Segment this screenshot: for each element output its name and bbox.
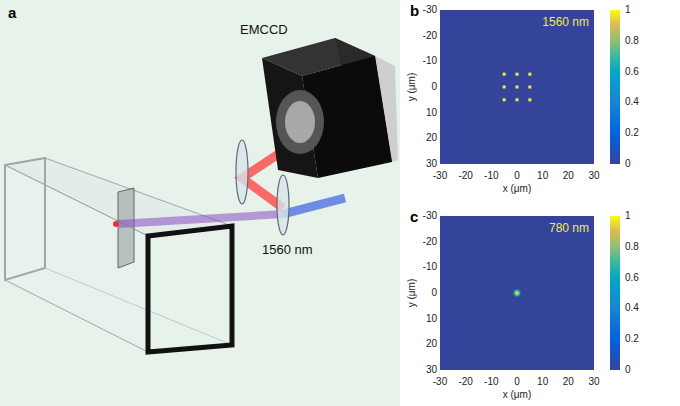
trap-spot <box>528 73 531 76</box>
tick-label: 0 <box>431 287 437 299</box>
colorbar <box>610 216 620 370</box>
dichroic-mirror <box>277 175 289 235</box>
tick-label: 10 <box>426 313 437 325</box>
tick-label: 30 <box>426 158 437 170</box>
mixed-beam <box>118 214 283 224</box>
tick-label: 0 <box>514 376 520 388</box>
trap-spot <box>503 86 506 89</box>
wavelength-label: 1560 nm <box>262 242 313 257</box>
tick-label: 0 <box>431 81 437 93</box>
tick-label: 10 <box>426 107 437 119</box>
wavelength-label: 1560 nm <box>542 15 589 29</box>
axis-label: y (μm) <box>406 73 418 102</box>
camera-mount <box>276 90 324 154</box>
tick-label: -30 <box>433 170 447 182</box>
tick-label: 20 <box>426 338 437 350</box>
colorbar-tick: 0.8 <box>625 241 639 253</box>
tick-label: -10 <box>423 55 437 67</box>
camera-sensor <box>285 101 315 143</box>
tick-label: 20 <box>426 132 437 144</box>
trap-spot <box>528 86 531 89</box>
panel-letter: c <box>410 208 418 225</box>
tick-label: -30 <box>423 210 437 222</box>
colorbar-tick: 0.6 <box>625 66 639 78</box>
tick-label: 20 <box>563 376 574 388</box>
trap-array <box>503 73 532 102</box>
trap-spot <box>516 73 519 76</box>
tick-label: -10 <box>423 261 437 273</box>
colorbar-tick: 0.8 <box>625 35 639 47</box>
tick-label: -30 <box>423 4 437 16</box>
tick-label: 10 <box>537 376 548 388</box>
colorbar-tick: 0.2 <box>625 127 639 139</box>
axis-label: x (μm) <box>503 389 532 401</box>
sample-plate <box>118 188 134 268</box>
colorbar-tick: 0 <box>625 364 631 376</box>
colorbar-tick: 0.4 <box>625 302 639 314</box>
tick-label: 20 <box>563 170 574 182</box>
panel-letter: a <box>8 4 16 21</box>
tick-label: -10 <box>484 376 498 388</box>
axis-label: y (μm) <box>406 279 418 308</box>
cuvette-side <box>5 165 148 352</box>
panel-letter: b <box>410 2 419 19</box>
heatmap <box>440 216 594 370</box>
pump-beam <box>283 198 345 214</box>
tick-label: 30 <box>588 376 599 388</box>
tick-label: -20 <box>458 170 472 182</box>
tick-label: -20 <box>423 236 437 248</box>
heatmap <box>440 10 594 164</box>
lens <box>236 140 248 204</box>
focus-spot <box>512 288 522 298</box>
trap-spot <box>516 86 519 89</box>
colorbar-tick: 0.2 <box>625 333 639 345</box>
cuvette-edge <box>45 268 232 345</box>
axis-label: x (μm) <box>503 183 532 195</box>
trap-spot <box>528 98 531 101</box>
tick-label: 30 <box>426 364 437 376</box>
tick-label: 10 <box>537 170 548 182</box>
tick-label: -30 <box>433 376 447 388</box>
trap-spot <box>503 73 506 76</box>
trap-spot <box>516 98 519 101</box>
tick-label: -20 <box>458 376 472 388</box>
cuvette-frame <box>148 226 232 352</box>
panel-background <box>0 0 400 406</box>
colorbar-tick: 0 <box>625 158 631 170</box>
colorbar-tick: 0.4 <box>625 96 639 108</box>
tick-label: -20 <box>423 30 437 42</box>
colorbar <box>610 10 620 164</box>
camera-label: EMCCD <box>240 22 288 37</box>
colorbar-tick: 1 <box>625 4 631 16</box>
trap-spot <box>503 98 506 101</box>
colorbar-tick: 0.6 <box>625 272 639 284</box>
tick-label: 0 <box>514 170 520 182</box>
colorbar-tick: 1 <box>625 210 631 222</box>
tick-label: 30 <box>588 170 599 182</box>
tick-label: -10 <box>484 170 498 182</box>
cuvette-end <box>5 158 45 280</box>
wavelength-label: 780 nm <box>549 221 589 235</box>
